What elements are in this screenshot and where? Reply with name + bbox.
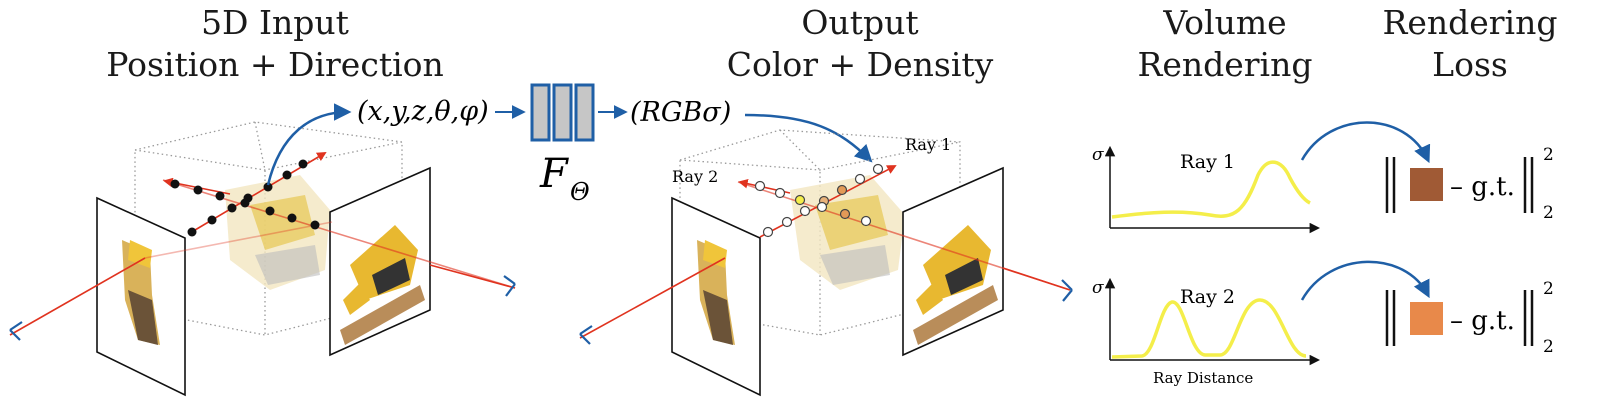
plot1-title: Ray 1 <box>1180 151 1235 173</box>
header-loss-line2: Loss <box>1432 45 1508 84</box>
bulldozer-model <box>790 175 905 290</box>
loss2-subscript: 2 <box>1543 337 1554 357</box>
plot1-density-curve <box>1111 160 1311 219</box>
output-sample-points <box>754 163 884 238</box>
rendered-color-swatch-ray1 <box>1410 168 1443 201</box>
header-volume-line2: Rendering <box>1137 45 1313 84</box>
output-scene: Ray 1 Ray 2 <box>579 129 1073 397</box>
input-sample-points <box>170 159 320 237</box>
loss-term-ray2: – g.t. 2 2 <box>1385 279 1554 357</box>
right-image-plane <box>329 166 431 357</box>
header-5d-input: 5D Input Position + Direction <box>40 2 510 86</box>
network-block <box>530 83 595 142</box>
output-right-image-plane <box>902 166 1004 357</box>
camera-icon <box>9 321 23 341</box>
input-to-tuple-arrow <box>266 103 352 186</box>
ray1-density-plot: σ Ray 1 <box>1092 145 1321 234</box>
loss2-superscript: 2 <box>1543 279 1554 299</box>
input-tuple: (x,y,z,θ,φ) <box>357 96 489 127</box>
output-tuple: (RGBσ) <box>630 97 731 128</box>
network-subscript: Θ <box>570 178 590 206</box>
loss1-superscript: 2 <box>1543 145 1554 165</box>
plot2-sigma-label: σ <box>1092 278 1104 298</box>
network-label: F <box>539 151 569 197</box>
rendered-color-swatch-ray2 <box>1410 302 1443 335</box>
output-to-ray-arrow <box>744 113 873 163</box>
ray2-label: Ray 2 <box>672 167 718 186</box>
header-loss-line1: Rendering <box>1382 3 1558 42</box>
plot1-to-loss-arrow <box>1300 121 1431 164</box>
plot2-x-axis-label: Ray Distance <box>1153 369 1253 387</box>
plot1-sigma-label: σ <box>1092 145 1104 165</box>
loss1-subscript: 2 <box>1543 203 1554 223</box>
header-rendering-loss: Rendering Loss <box>1365 2 1575 86</box>
ray2-density-plot: σ Ray 2 Ray Distance <box>1092 277 1321 387</box>
camera-icon <box>503 275 516 297</box>
header-output: Output Color + Density <box>690 2 1030 86</box>
ray1-label: Ray 1 <box>905 135 951 154</box>
left-image-plane <box>96 196 186 397</box>
loss-term-ray1: – g.t. 2 2 <box>1385 145 1554 223</box>
header-5d-input-line1: 5D Input <box>201 3 349 42</box>
loss1-gt-label: – g.t. <box>1450 172 1515 202</box>
header-5d-input-line2: Position + Direction <box>106 45 444 84</box>
plot2-to-loss-arrow <box>1300 260 1430 301</box>
camera-icon <box>579 325 593 345</box>
loss2-gt-label: – g.t. <box>1450 306 1515 336</box>
input-scene <box>9 103 516 397</box>
header-output-line2: Color + Density <box>726 45 994 84</box>
plot2-density-curve <box>1111 298 1307 359</box>
camera-icon <box>1061 279 1073 302</box>
header-volume-rendering: Volume Rendering <box>1110 2 1340 86</box>
plot2-title: Ray 2 <box>1180 286 1235 308</box>
header-output-line1: Output <box>801 3 919 42</box>
header-volume-line1: Volume <box>1163 3 1287 42</box>
output-left-image-plane <box>671 196 761 397</box>
